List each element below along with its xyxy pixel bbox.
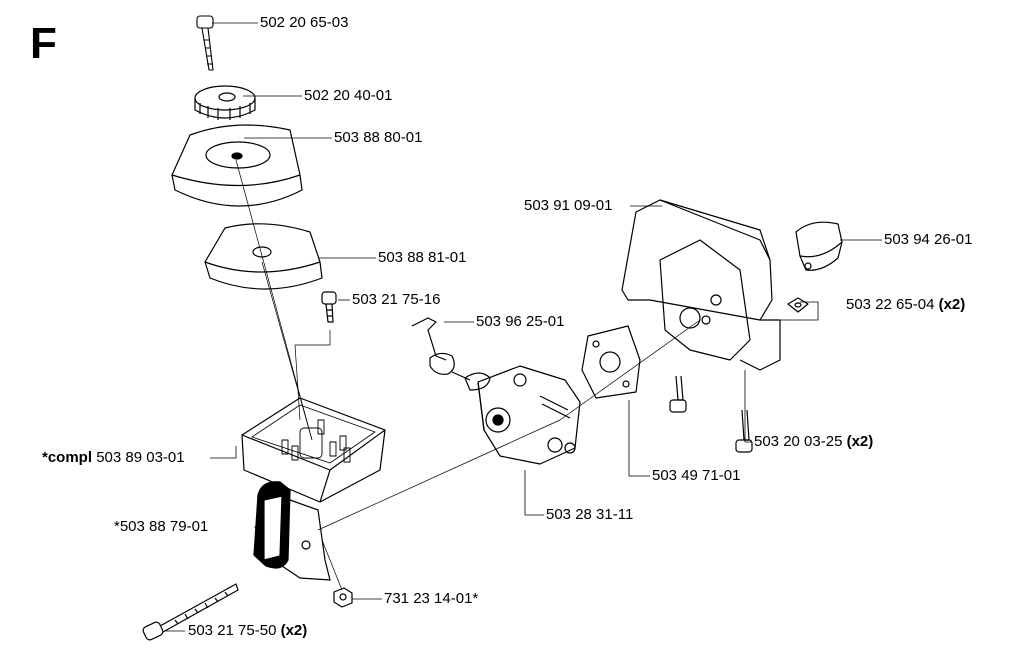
carburetor [464,365,581,465]
hex-nut [333,587,353,608]
housing-posts [281,419,351,463]
section-letter: F [30,19,57,68]
knob-nut [194,85,256,120]
filter-cover [171,124,303,207]
part-label: 502 20 65-03 [260,14,349,31]
part-label: 503 20 03-25 (x2) [754,433,874,450]
small-screw [321,291,337,323]
part-label: *compl 503 89 03-01 [42,449,185,466]
long-screw [196,15,214,71]
long-bolt [142,583,239,641]
part-label: 503 22 65-04 (x2) [846,296,966,313]
part-label: 503 96 25-01 [476,313,565,330]
part-label: 731 23 14-01* [384,590,479,607]
part-label: 503 94 26-01 [884,231,973,248]
throttle-part [795,221,843,271]
part-label: 503 91 09-01 [524,197,613,214]
part-label: 503 21 75-50 (x2) [188,622,308,639]
part-label: 503 49 71-01 [652,467,741,484]
gasket [581,325,641,399]
leader-lines [166,22,882,632]
carb-bracket [621,199,781,371]
part-label: 503 28 31-11 [546,506,634,523]
part-label: *503 88 79-01 [114,518,209,535]
bracket-screws [669,375,753,453]
filter-housing [241,397,386,503]
part-label: 503 21 75-16 [352,291,441,308]
part-label: 503 88 80-01 [334,129,423,146]
choke-lever [411,317,471,381]
part-label: 503 88 81-01 [378,249,467,266]
filter-element [204,223,323,290]
square-nut [787,297,809,313]
intake-rubber [253,481,331,581]
part-label: 502 20 40-01 [304,87,393,104]
